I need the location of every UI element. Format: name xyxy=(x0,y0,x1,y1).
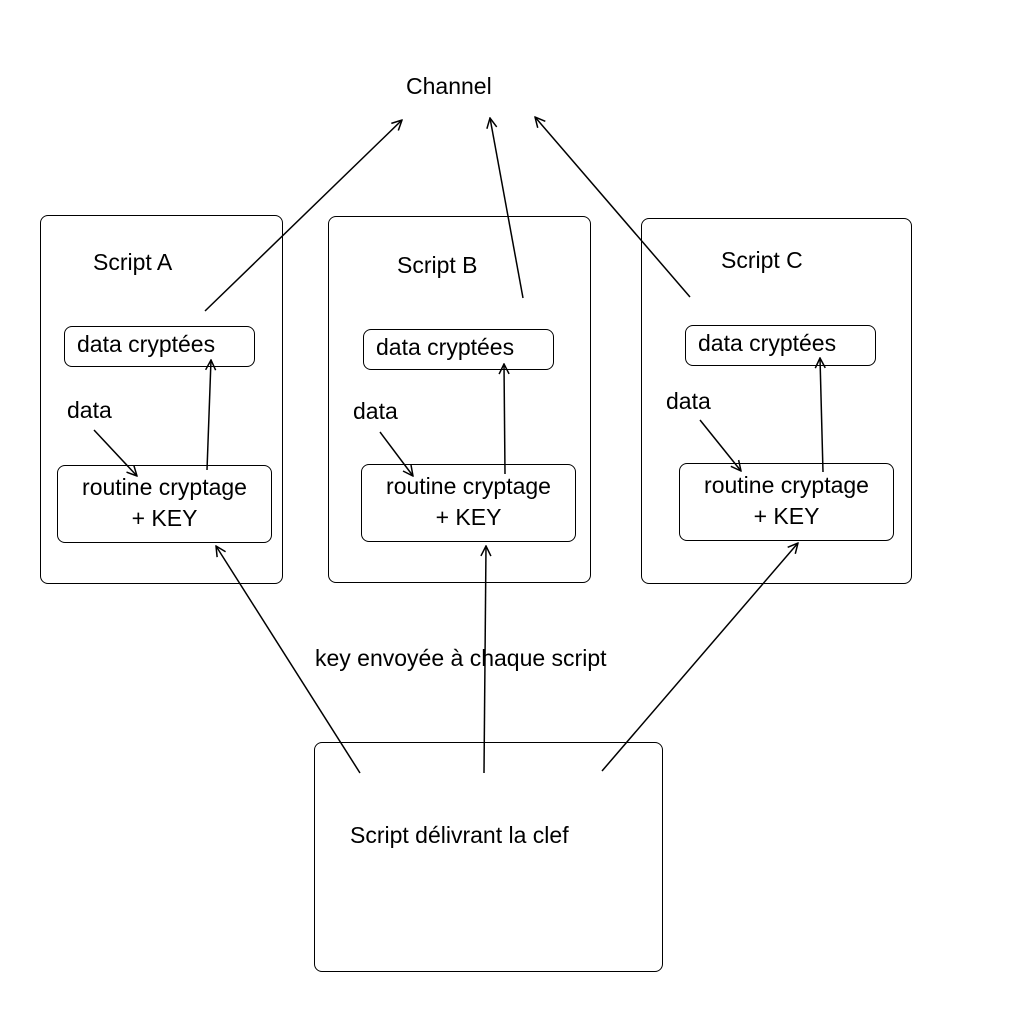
script-c-encrypted-label: data cryptées xyxy=(698,330,837,356)
arrow-script-a-to-channel xyxy=(204,120,402,312)
script-a-encrypted-label: data cryptées xyxy=(77,331,216,357)
script-c-routine-line1: routine cryptage xyxy=(704,472,869,498)
script-b-routine-line1: routine cryptage xyxy=(386,473,551,499)
script-b-encrypted-label: data cryptées xyxy=(376,334,515,360)
script-a-box xyxy=(40,215,283,584)
script-b-data-label: data xyxy=(353,398,398,424)
script-a-routine-box xyxy=(57,465,272,543)
script-c-encrypted-box xyxy=(685,325,876,366)
channel-label: Channel xyxy=(406,73,492,99)
arrow-b-data-to-routine xyxy=(379,431,413,476)
script-b-box xyxy=(328,216,591,583)
arrow-script-c-to-channel xyxy=(535,117,691,298)
script-a-routine-line1: routine cryptage xyxy=(82,474,247,500)
script-b-encrypted-box xyxy=(363,329,554,370)
key-server-label: Script délivrant la clef xyxy=(350,822,569,848)
script-a-routine-line2: + KEY xyxy=(131,505,198,531)
script-c-title: Script C xyxy=(721,247,803,273)
arrow-script-b-to-channel xyxy=(490,118,524,299)
script-b-routine-box xyxy=(361,464,576,542)
arrow-key-to-script-b xyxy=(484,546,486,774)
script-c-routine-box xyxy=(679,463,894,541)
arrow-b-routine-to-encrypted xyxy=(504,364,505,475)
arrow-a-data-to-routine xyxy=(93,429,137,476)
script-c-box xyxy=(641,218,912,584)
script-a-data-label: data xyxy=(67,397,112,423)
arrow-c-data-to-routine xyxy=(699,419,741,471)
arrow-key-to-script-c xyxy=(601,543,798,772)
script-b-title: Script B xyxy=(397,252,478,278)
script-a-title: Script A xyxy=(93,249,173,275)
key-server-box xyxy=(314,742,663,972)
script-c-data-label: data xyxy=(666,388,711,414)
script-c-routine-line2: + KEY xyxy=(753,503,820,529)
script-a-encrypted-box xyxy=(64,326,255,367)
key-sent-label: key envoyée à chaque script xyxy=(315,645,607,671)
script-b-routine-line2: + KEY xyxy=(435,504,502,530)
arrow-a-routine-to-encrypted xyxy=(207,360,211,471)
arrow-c-routine-to-encrypted xyxy=(820,358,823,473)
